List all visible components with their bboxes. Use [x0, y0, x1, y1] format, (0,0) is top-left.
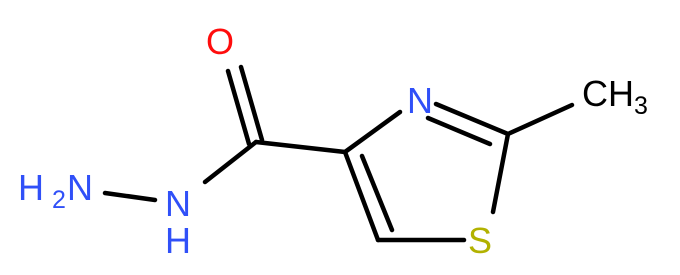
- atom-amide-hydrogen: H: [165, 220, 191, 261]
- bond-ring-c5-c4-a: [342, 149, 381, 243]
- atom-ring-nitrogen: N: [407, 80, 433, 121]
- atom-methyl: CH: [582, 73, 634, 114]
- bond-carbonyl-ring: [253, 139, 348, 155]
- bond-ring-c4-n: [342, 109, 403, 155]
- bond-ring-c2-s: [490, 131, 511, 215]
- atom-amide-nitrogen: N: [165, 183, 191, 224]
- bond-carbonyl-nh: [202, 139, 259, 185]
- bond-carbonyl-b: [225, 68, 252, 147]
- atom-sulfur: S: [468, 220, 492, 261]
- atom-amine-nitrogen: N: [67, 167, 93, 208]
- bond-nh-nh2: [102, 190, 158, 203]
- bond-ring-c5-c4-b: [359, 153, 395, 233]
- atom-oxygen: O: [206, 21, 234, 62]
- bond-ring-n-c2-b: [425, 115, 493, 147]
- bond-ring-n-c2-a: [433, 101, 511, 137]
- bond-carbonyl-a: [238, 64, 265, 143]
- atom-amine-hydrogen: H: [18, 167, 44, 208]
- atom-methyl-subscript: 3: [634, 92, 648, 120]
- atom-amine-subscript: 2: [52, 186, 66, 214]
- bond-ring-c2-methyl: [505, 102, 575, 137]
